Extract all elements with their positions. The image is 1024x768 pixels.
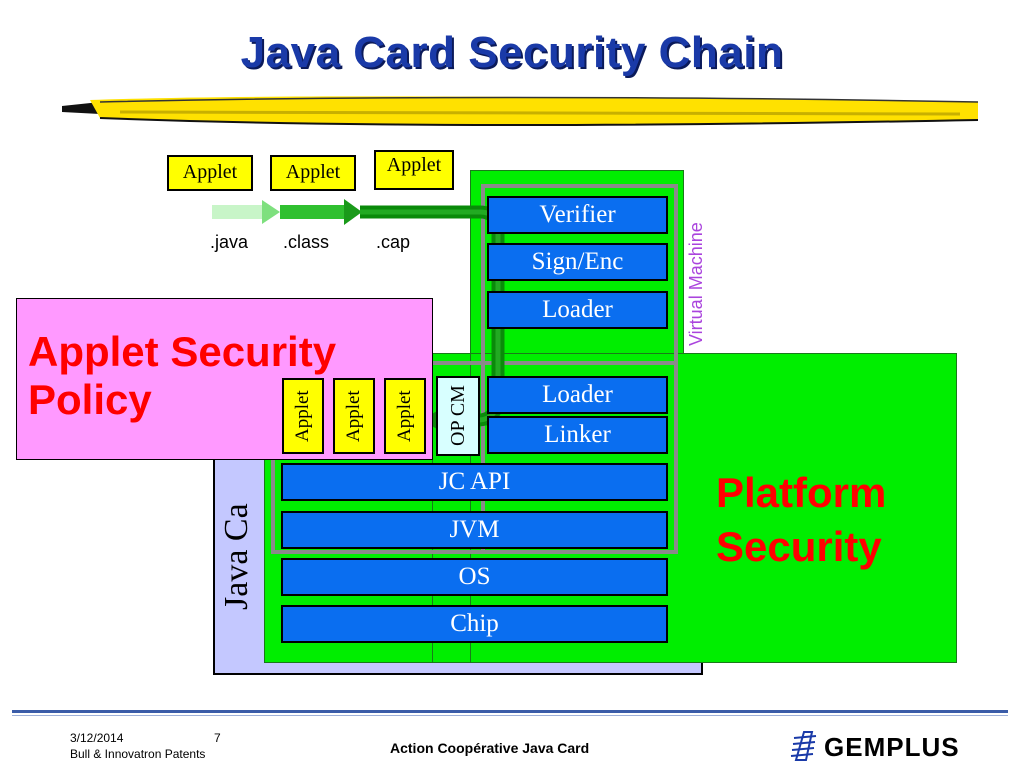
jvm-layer: JVM [281, 511, 668, 549]
footer-patents: Bull & Innovatron Patents [70, 747, 206, 761]
footer-page-number: 7 [214, 731, 221, 745]
footer-divider [12, 710, 1008, 713]
applet-source-1: Applet [167, 155, 253, 191]
card-applet-1: Applet [282, 378, 324, 454]
applet-source-3: Applet [374, 150, 454, 190]
verifier-component: Verifier [487, 196, 668, 234]
card-linker-component: Linker [487, 416, 668, 454]
card-applet-2: Applet [333, 378, 375, 454]
footer-center-text: Action Coopérative Java Card [390, 740, 590, 756]
title-underline-decoration [62, 96, 979, 126]
vm-loader-component: Loader [487, 291, 668, 329]
java-file-label: .java [210, 232, 249, 252]
applet-security-policy-label: Applet Security Policy [28, 328, 336, 424]
platform-label-line-2: Security [716, 523, 882, 570]
op-cm-component: OP CM [436, 376, 480, 456]
gemplus-brand: GEMPLUS [824, 732, 960, 762]
class-file-label: .class [283, 232, 330, 252]
policy-label-line-2: Policy [28, 376, 152, 423]
applet-source-2: Applet [270, 155, 356, 191]
card-loader-component: Loader [487, 376, 668, 414]
virtual-machine-label: Virtual Machine [686, 222, 706, 346]
card-applet-3: Applet [384, 378, 426, 454]
chip-layer: Chip [281, 605, 668, 643]
os-layer: OS [281, 558, 668, 596]
sign-enc-component: Sign/Enc [487, 243, 668, 281]
platform-label-line-1: Platform [716, 469, 887, 516]
gemplus-logo-icon [790, 731, 817, 761]
platform-security-label: Platform Security [716, 466, 886, 574]
page-title: Java Card Security Chain [240, 28, 784, 77]
footer-divider-thin [12, 715, 1008, 716]
platform-divider-2 [470, 353, 471, 663]
cap-file-label: .cap [376, 232, 411, 252]
footer-date: 3/12/2014 [70, 731, 124, 745]
jc-api-layer: JC API [281, 463, 668, 501]
policy-label-line-1: Applet Security [28, 328, 337, 375]
